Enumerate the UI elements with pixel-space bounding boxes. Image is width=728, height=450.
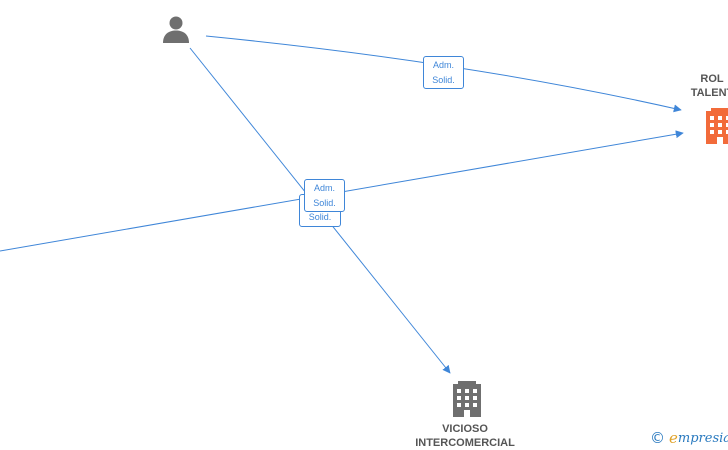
node-label-line2: INTERCOMERCIAL [415, 437, 515, 449]
edge-label-badge-rol-talent-top[interactable]: Adm. Solid. [423, 56, 464, 89]
edge-label-line1: Adm. [432, 60, 454, 70]
edge-label-line1: Adm. [313, 183, 335, 193]
edge-label-line2: Solid. [432, 75, 455, 85]
edge-label-line2: Solid. [313, 198, 336, 208]
building-icon[interactable] [452, 381, 482, 417]
copyright-icon: © [650, 429, 665, 447]
building-icon[interactable] [705, 108, 728, 144]
brand-initial: e [669, 429, 678, 447]
node-label-line1: ROL [700, 73, 724, 85]
empresia-watermark: © e mpresia [650, 428, 728, 448]
node-label-vicioso[interactable]: VICIOSO INTERCOMERCIAL [405, 422, 525, 450]
node-label-rol-talent[interactable]: ROL TALENT [672, 72, 728, 100]
node-label-line1: VICIOSO [442, 423, 488, 435]
person-icon[interactable] [161, 14, 191, 44]
edge-label-line2: Solid. [308, 212, 332, 222]
node-label-line2: TALENT [690, 87, 728, 99]
edge-label-badge-rol-talent-left[interactable]: Adm. Solid. [304, 179, 345, 212]
brand-name: mpresia [677, 430, 728, 446]
